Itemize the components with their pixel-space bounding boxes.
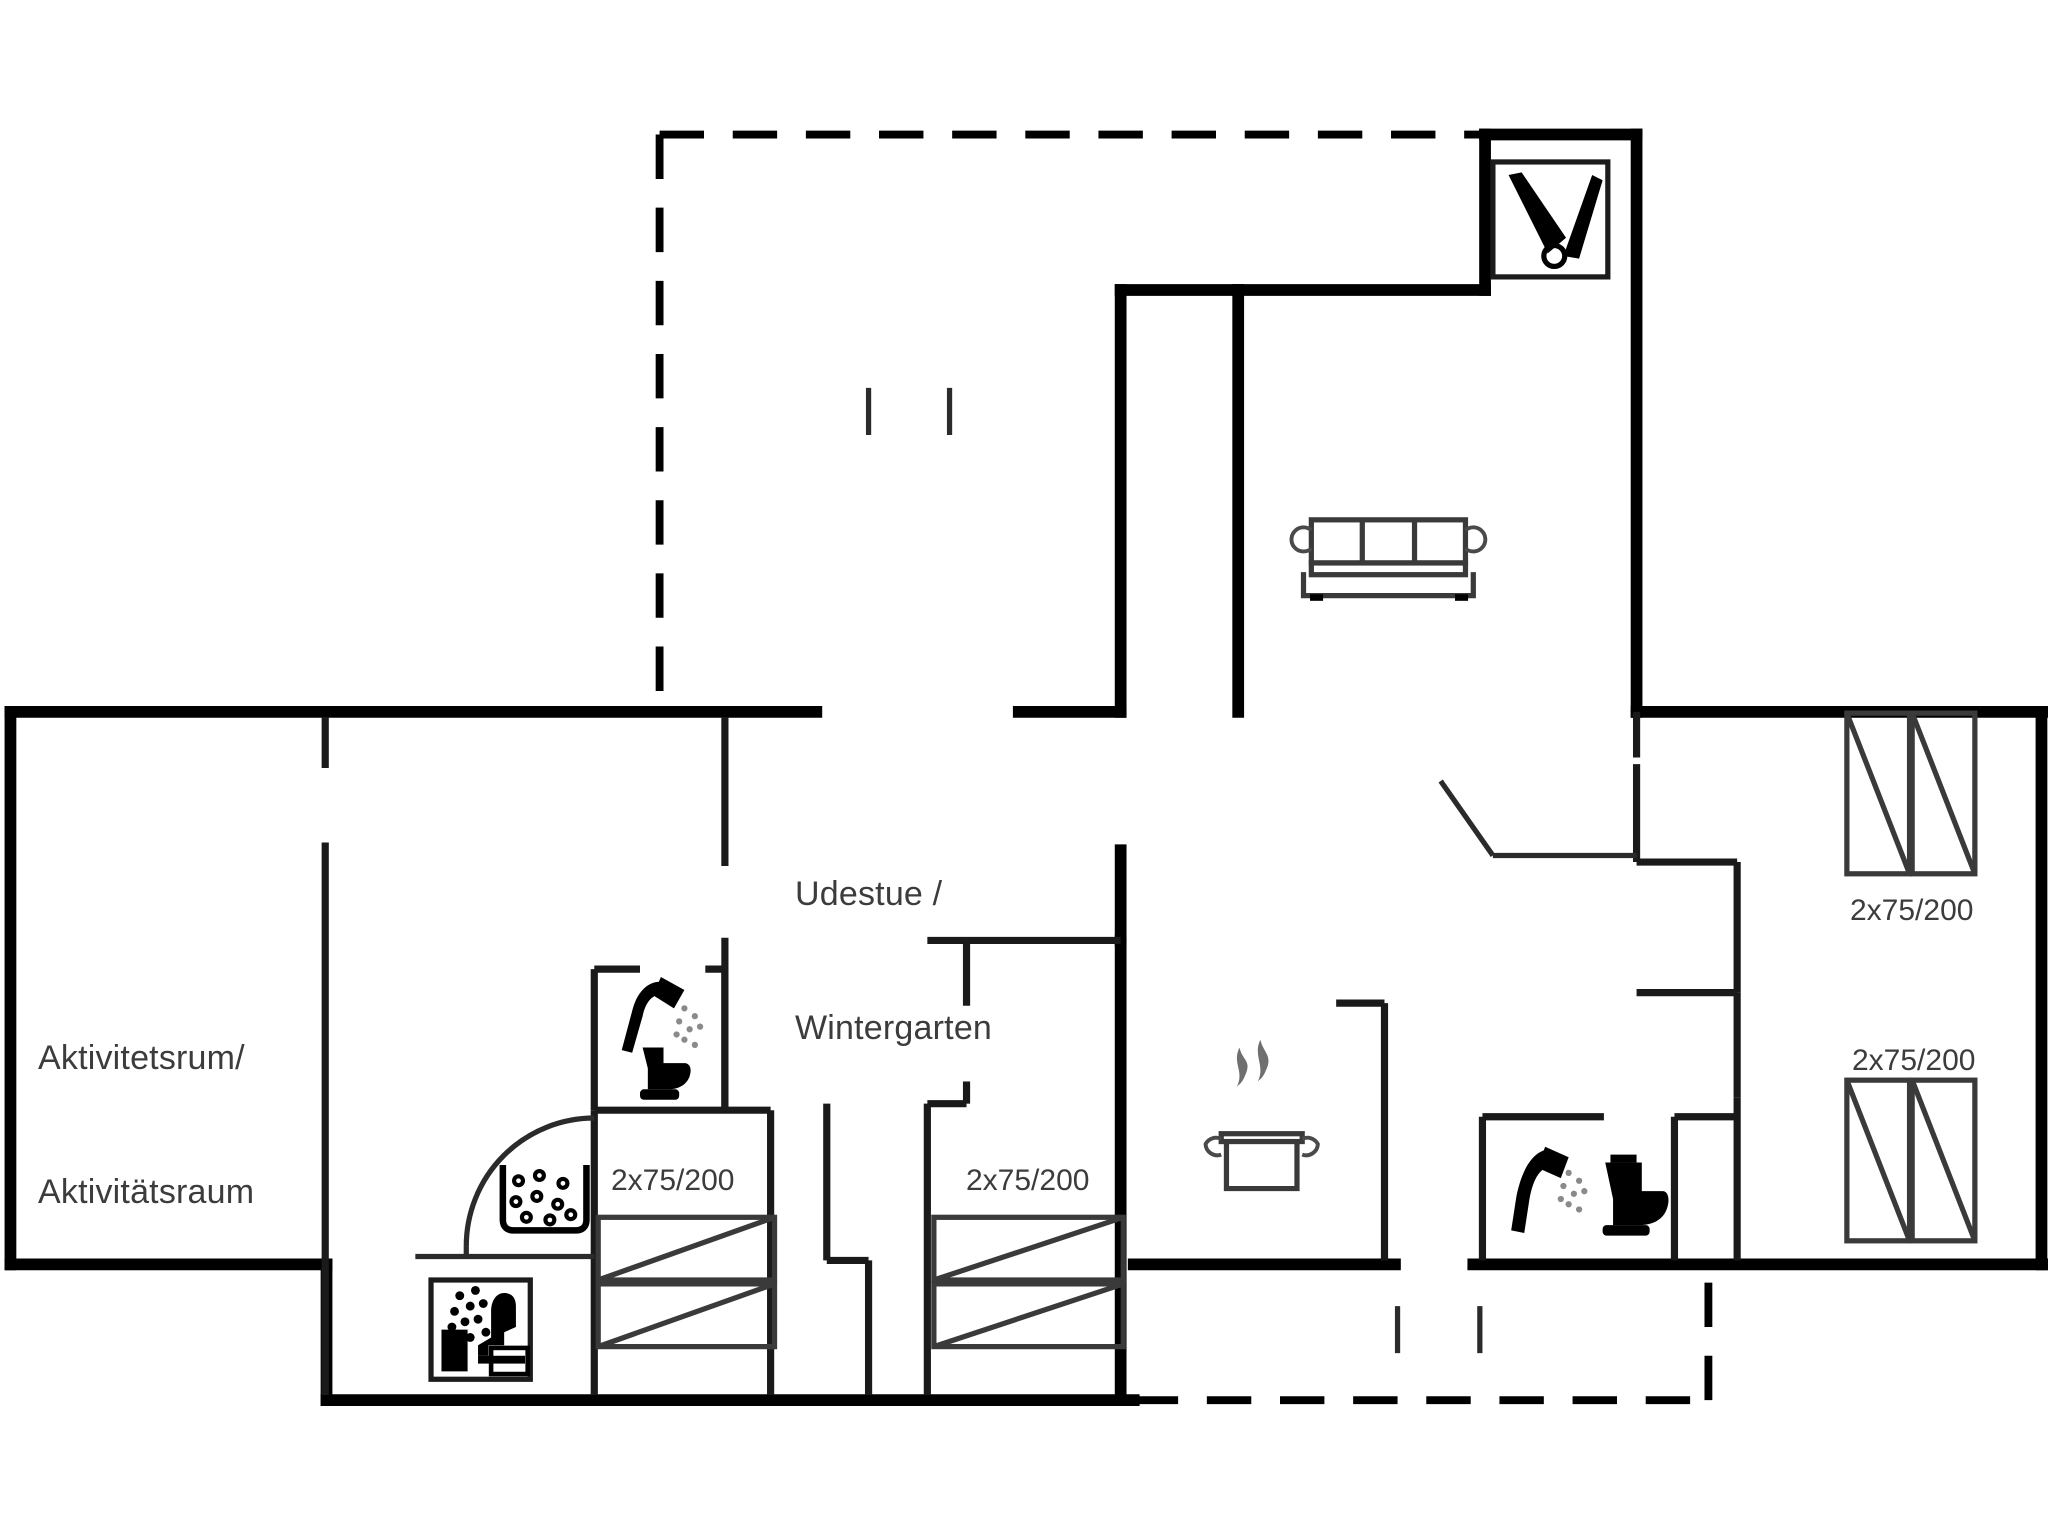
window-openings (865, 387, 1483, 1354)
door-swings (463, 779, 1637, 1257)
bed-symbol (931, 1281, 1126, 1350)
dashed-terrace-boundary-bottom (1133, 1264, 1713, 1405)
broom-dustpan-icon (1490, 159, 1611, 280)
bed-symbol (1909, 1077, 1978, 1244)
bed-symbol (595, 1281, 778, 1350)
bed-symbols (595, 710, 1978, 1350)
sauna-icon (428, 1277, 533, 1382)
bed-dimension-label-left: 2x75/200 (611, 1164, 735, 1197)
cooking-pot-icon (1203, 1039, 1320, 1192)
bed-symbol (931, 1214, 1126, 1283)
room-label-line-2: Aktivitätsraum (38, 1173, 255, 1212)
room-label-line-1: Aktivitetsrum/ (38, 1038, 245, 1077)
bed-dimension-label-right-lower: 2x75/200 (1852, 1044, 1976, 1077)
bed-symbol (1909, 710, 1978, 877)
room-label-line-2: Wintergarten (795, 1009, 993, 1048)
shower-toilet-icon-left (621, 976, 704, 1100)
room-label-activity-room: Aktivitetsrum/ Aktivitätsraum (38, 946, 254, 1305)
interior-walls (321, 711, 1741, 1395)
bed-symbol (1844, 1077, 1913, 1244)
shower-toilet-icon-right (1511, 1146, 1669, 1236)
room-label-conservatory: Udestue / Wintergarten (795, 782, 992, 1141)
sofa-icon (1289, 517, 1488, 601)
dashed-terrace-boundary-top (655, 130, 1486, 712)
exterior-walls (4, 128, 2048, 1407)
bed-symbol (595, 1214, 778, 1283)
bed-dimension-label-right-upper: 2x75/200 (1850, 894, 1974, 927)
whirlpool-icon (499, 1165, 590, 1234)
bed-symbol (1844, 710, 1913, 877)
room-label-line-1: Udestue / (795, 874, 943, 913)
bed-dimension-label-center: 2x75/200 (966, 1164, 1090, 1197)
